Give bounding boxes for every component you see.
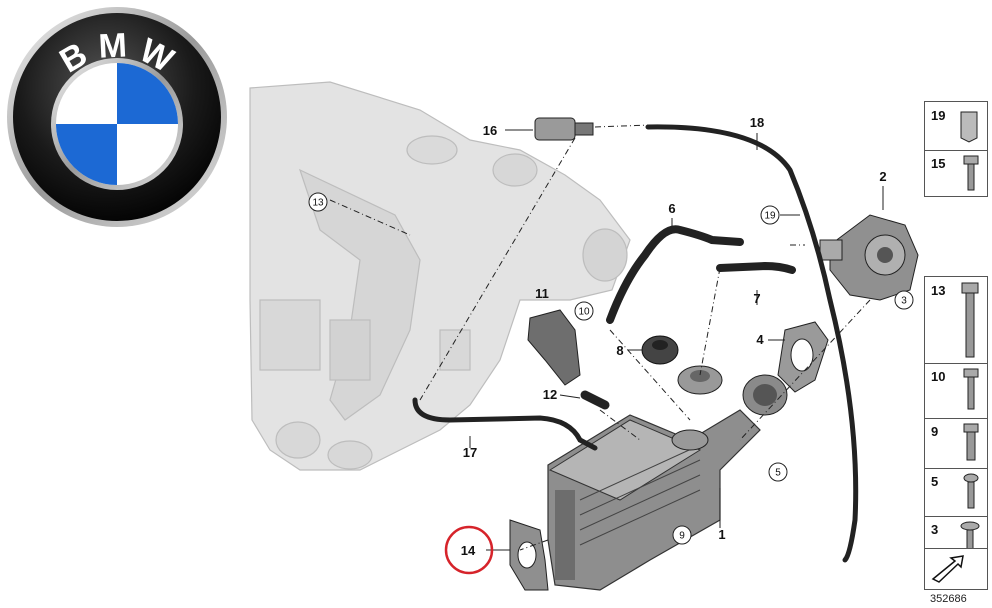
svg-text:19: 19 bbox=[764, 211, 776, 222]
callout-leaders bbox=[469, 129, 884, 551]
auxiliary-water-pump bbox=[819, 214, 919, 301]
torx-screw-icon bbox=[963, 473, 979, 509]
legend-item-19: 19 bbox=[925, 102, 987, 151]
callout-4: 4 bbox=[756, 332, 764, 347]
arrow-icon bbox=[931, 555, 964, 583]
callout-1: 1 bbox=[718, 527, 725, 542]
callout-17: 17 bbox=[463, 445, 477, 460]
leader-lines bbox=[329, 124, 871, 551]
legend-number: 15 bbox=[931, 156, 946, 171]
long-bolt-icon bbox=[961, 282, 979, 358]
clip-icon bbox=[960, 111, 978, 143]
bolt-icon bbox=[963, 423, 979, 461]
legend-number: 10 bbox=[931, 369, 946, 384]
svg-text:13: 13 bbox=[312, 198, 324, 209]
legend-number: 3 bbox=[931, 522, 939, 537]
legend-item-10: 10 bbox=[925, 363, 987, 419]
bracket bbox=[527, 309, 581, 386]
callout-16: 16 bbox=[483, 123, 497, 138]
legend-item-5: 5 bbox=[925, 468, 987, 517]
gasket-4 bbox=[777, 321, 829, 393]
callout-11: 11 bbox=[535, 286, 549, 301]
bolt-icon bbox=[963, 368, 979, 410]
reference-number: 352686 bbox=[930, 593, 967, 605]
circled-callout-5: 5 bbox=[768, 462, 788, 482]
legend-number: 13 bbox=[931, 283, 946, 298]
callout-12: 12 bbox=[543, 387, 557, 402]
callout-7: 7 bbox=[753, 291, 760, 306]
svg-text:10: 10 bbox=[578, 307, 590, 318]
legend-item-15: 15 bbox=[925, 150, 987, 198]
callout-6: 6 bbox=[668, 201, 675, 216]
pressure-sensor bbox=[534, 117, 594, 141]
legend-number: 19 bbox=[931, 108, 946, 123]
legend-item-9: 9 bbox=[925, 418, 987, 469]
svg-text:14: 14 bbox=[461, 543, 476, 558]
highlighted-callout-14: 14 bbox=[444, 525, 494, 575]
callout-18: 18 bbox=[750, 115, 764, 130]
callout-2: 2 bbox=[879, 169, 886, 184]
svg-text:3: 3 bbox=[901, 296, 907, 307]
egr-valve bbox=[677, 365, 723, 395]
bmw-logo: B M W bbox=[7, 7, 227, 227]
hoses bbox=[412, 124, 859, 563]
grommet bbox=[641, 335, 679, 365]
circled-callout-9: 9 bbox=[672, 525, 692, 545]
circled-callout-3: 3 bbox=[894, 290, 914, 310]
engine-block bbox=[249, 81, 631, 471]
circled-callout-10: 10 bbox=[574, 301, 594, 321]
svg-text:9: 9 bbox=[679, 531, 685, 542]
circled-callout-19: 19 bbox=[760, 205, 780, 225]
svg-text:5: 5 bbox=[775, 468, 781, 479]
gasket-14 bbox=[509, 519, 549, 591]
next-page-box bbox=[924, 548, 988, 590]
circled-callout-13: 13 bbox=[308, 192, 328, 212]
legend-panel-top: 19 15 bbox=[924, 101, 988, 197]
egr-cooler bbox=[547, 374, 788, 591]
callout-8: 8 bbox=[616, 343, 623, 358]
bolt-icon bbox=[963, 155, 979, 191]
legend-panel-bottom: 13 10 9 5 3 bbox=[924, 276, 988, 583]
legend-number: 5 bbox=[931, 474, 939, 489]
legend-number: 9 bbox=[931, 424, 939, 439]
legend-item-13: 13 bbox=[925, 277, 987, 364]
